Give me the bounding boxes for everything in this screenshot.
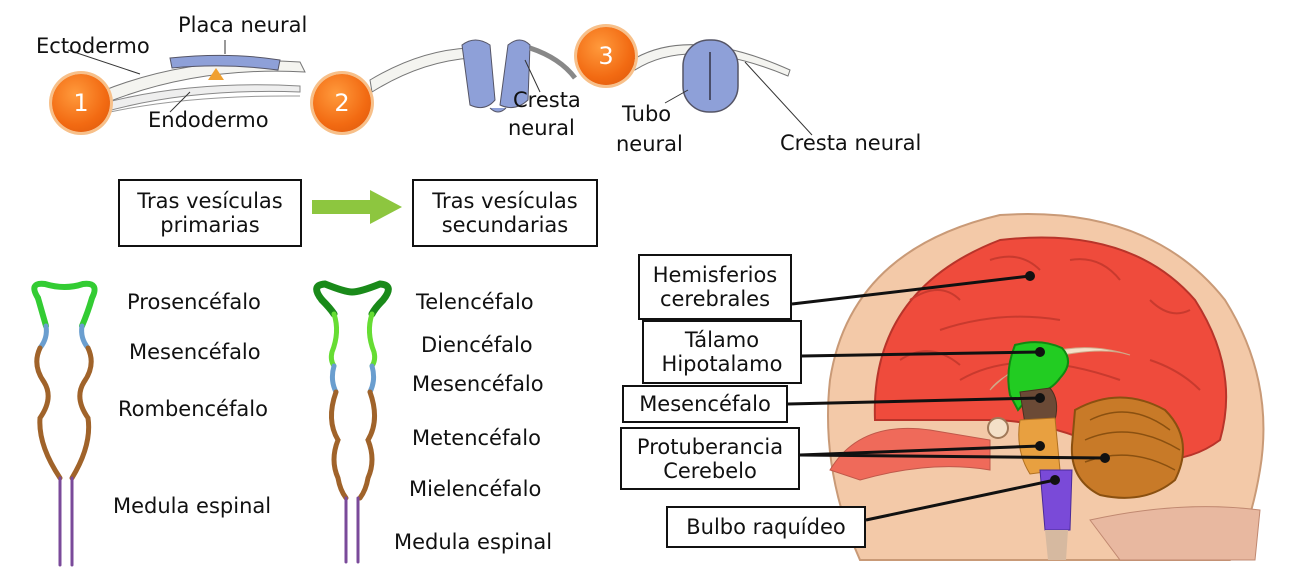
- primary-box-line1: Tras vesículas: [137, 189, 282, 213]
- secondary-vesicles-box: Tras vesículas secundarias: [412, 179, 598, 247]
- pons-line1: Protuberancia: [637, 435, 783, 459]
- thalamus-line2: Hipotalamo: [662, 352, 783, 376]
- mesencephalon-primary-label: Mesencéfalo: [129, 340, 261, 364]
- prosencephalon-label: Prosencéfalo: [127, 290, 261, 314]
- stage-3-number: 3: [598, 42, 613, 70]
- stage-3-badge: 3: [577, 27, 635, 85]
- secondary-box-line1: Tras vesículas: [432, 189, 577, 213]
- hemispheres-box: Hemisferios cerebrales: [638, 254, 792, 320]
- hemispheres-line2: cerebrales: [660, 287, 770, 311]
- hemispheres-line1: Hemisferios: [653, 263, 778, 287]
- endoderm-label: Endodermo: [148, 108, 269, 132]
- secondary-box-line2: secundarias: [442, 213, 569, 237]
- rhombencephalon-label: Rombencéfalo: [118, 397, 268, 421]
- cerebellum-line2: Cerebelo: [663, 459, 757, 483]
- myelencephalon-label: Mielencéfalo: [409, 477, 541, 501]
- thalamus-line1: Tálamo: [685, 328, 759, 352]
- telencephalon-label: Telencéfalo: [416, 290, 534, 314]
- brain-sagittal-illustration: [828, 214, 1263, 560]
- neural-tube-label-line2: neural: [616, 132, 683, 156]
- stage-2-badge: 2: [313, 74, 371, 132]
- stage-1-badge: 1: [52, 74, 110, 132]
- neural-plate-label: Placa neural: [178, 13, 307, 37]
- stage2-crest-label-line2: neural: [508, 116, 575, 140]
- medulla-box: Bulbo raquídeo: [666, 506, 866, 548]
- mesencephalon-secondary-label: Mesencéfalo: [412, 372, 544, 396]
- metencephalon-label: Metencéfalo: [412, 426, 541, 450]
- primary-box-line2: primarias: [160, 213, 259, 237]
- primary-vesicles-box: Tras vesículas primarias: [118, 179, 302, 247]
- secondary-vesicles-figure: [317, 284, 389, 562]
- neural-tube-label-line1: Tubo: [622, 102, 671, 126]
- stage2-crest-label-line1: Cresta: [513, 88, 581, 112]
- midbrain-box: Mesencéfalo: [622, 385, 788, 423]
- thalamus-box: Tálamo Hipotalamo: [642, 320, 802, 384]
- spinal-cord-primary-label: Medula espinal: [113, 494, 271, 518]
- primary-vesicles-figure: [34, 284, 94, 565]
- stage3-crest-label: Cresta neural: [780, 131, 921, 155]
- midbrain-label: Mesencéfalo: [639, 392, 771, 416]
- stage-2-number: 2: [334, 89, 349, 117]
- stage-1-number: 1: [73, 89, 88, 117]
- diencephalon-label: Diencéfalo: [421, 333, 533, 357]
- pons-cerebellum-box: Protuberancia Cerebelo: [620, 427, 800, 490]
- spinal-cord-secondary-label: Medula espinal: [394, 530, 552, 554]
- ectoderm-label: Ectodermo: [36, 34, 150, 58]
- progression-arrow: [312, 190, 402, 224]
- medulla-label: Bulbo raquídeo: [686, 515, 845, 539]
